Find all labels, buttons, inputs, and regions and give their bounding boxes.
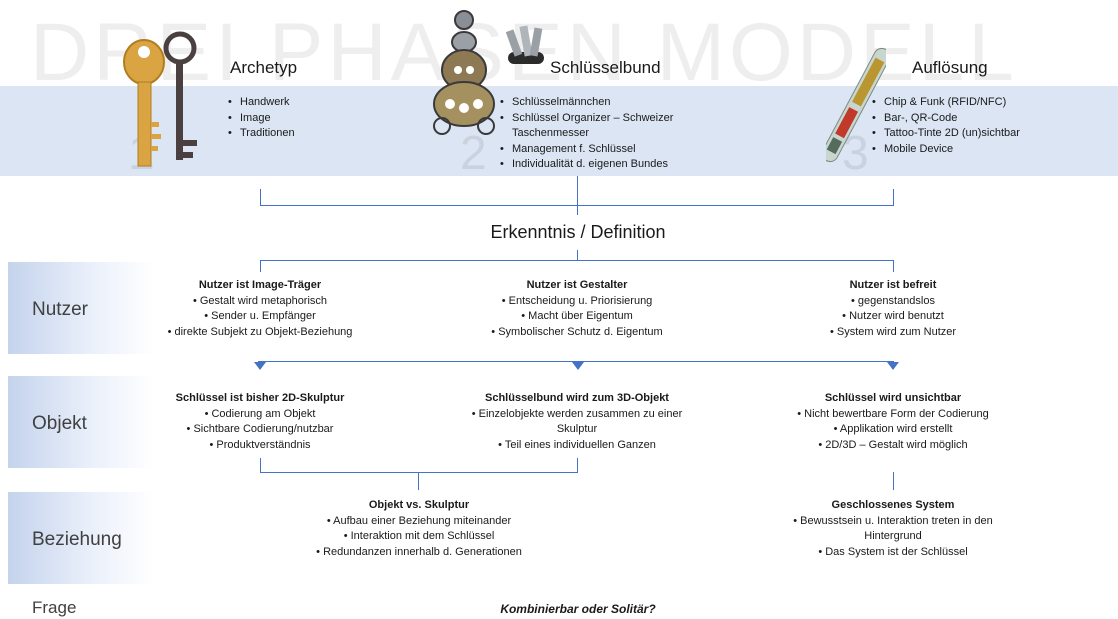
block-item: Codierung am Objekt bbox=[155, 407, 365, 423]
phase-1-item: Handwerk bbox=[226, 95, 406, 111]
block-item: Bewusstsein u. Interaktion treten in den… bbox=[776, 514, 1010, 545]
phase-2-list: Schlüsselmännchen Schlüssel Organizer – … bbox=[498, 95, 698, 173]
phase-1-item: Traditionen bbox=[226, 126, 406, 142]
block-item: Sichtbare Codierung/nutzbar bbox=[155, 422, 365, 438]
key-image bbox=[108, 22, 218, 172]
connector-line bbox=[260, 458, 261, 472]
arrow-down-icon bbox=[254, 362, 266, 370]
phase-1-item: Image bbox=[226, 111, 406, 127]
row-nutzer-side bbox=[8, 262, 154, 354]
rfid-chip-image bbox=[821, 40, 891, 170]
nutzer-col-1: Nutzer ist Image-Träger Gestalt wird met… bbox=[155, 278, 365, 340]
beziehung-col-1: Objekt vs. Skulptur Aufbau einer Beziehu… bbox=[288, 498, 550, 560]
row-nutzer-label: Nutzer bbox=[32, 299, 88, 320]
objekt-col-1: Schlüssel ist bisher 2D-Skulptur Codieru… bbox=[155, 391, 365, 453]
phase-3-title: Auflösung bbox=[912, 58, 988, 77]
row-beziehung-side bbox=[8, 492, 154, 584]
connector-line bbox=[260, 260, 261, 272]
phase-3-item: Mobile Device bbox=[870, 142, 1090, 158]
phase-2-item: Schlüsselmännchen bbox=[498, 95, 698, 111]
block-item: 2D/3D – Gestalt wird möglich bbox=[770, 438, 1016, 454]
phase-1-list: Handwerk Image Traditionen bbox=[226, 95, 406, 142]
connector-line bbox=[260, 205, 894, 206]
beziehung-col-2: Geschlossenes System Bewusstsein u. Inte… bbox=[776, 498, 1010, 560]
phase-3-item: Tattoo-Tinte 2D (un)sichtbar bbox=[870, 126, 1090, 142]
block-title: Nutzer ist befreit bbox=[849, 279, 937, 291]
row-objekt-label: Objekt bbox=[32, 413, 87, 434]
phase-1-title: Archetyp bbox=[230, 58, 298, 77]
frage-text: Kombinierbar oder Solitär? bbox=[500, 602, 656, 616]
row-beziehung-label: Beziehung bbox=[32, 529, 122, 550]
objekt-col-3: Schlüssel wird unsichtbar Nicht bewertba… bbox=[770, 391, 1016, 453]
block-title: Nutzer ist Gestalter bbox=[526, 279, 628, 291]
connector-line bbox=[260, 472, 578, 473]
block-item: Interaktion mit dem Schlüssel bbox=[288, 529, 550, 545]
block-title: Schlüsselbund wird zum 3D-Objekt bbox=[485, 392, 669, 404]
block-item: Entscheidung u. Priorisierung bbox=[472, 294, 682, 310]
connector-line bbox=[893, 189, 894, 205]
block-title: Schlüssel ist bisher 2D-Skulptur bbox=[175, 392, 345, 404]
connector-line bbox=[418, 472, 419, 490]
phase-2-number: 2 bbox=[460, 127, 487, 180]
block-item: System wird zum Nutzer bbox=[788, 325, 998, 341]
nutzer-col-2: Nutzer ist Gestalter Entscheidung u. Pri… bbox=[472, 278, 682, 340]
connector-line bbox=[893, 260, 894, 272]
block-item: Teil eines individuellen Ganzen bbox=[465, 438, 689, 454]
connector-line bbox=[577, 176, 578, 215]
block-title: Geschlossenes System bbox=[831, 499, 955, 511]
arrow-down-icon bbox=[887, 362, 899, 370]
block-title: Nutzer ist Image-Träger bbox=[198, 279, 322, 291]
phase-3-list: Chip & Funk (RFID/NFC) Bar-, QR-Code Tat… bbox=[870, 95, 1090, 157]
block-item: Nutzer wird benutzt bbox=[788, 309, 998, 325]
connector-line bbox=[260, 260, 894, 261]
phase-2-item: Individualität d. eigenen Bundes bbox=[498, 157, 698, 173]
keychain-image bbox=[428, 8, 548, 136]
nutzer-col-3: Nutzer ist befreit gegenstandslos Nutzer… bbox=[788, 278, 998, 340]
block-item: gegenstandslos bbox=[788, 294, 998, 310]
block-item: Gestalt wird metaphorisch bbox=[155, 294, 365, 310]
phase-3-item: Bar-, QR-Code bbox=[870, 111, 1090, 127]
phase-2-item: Management f. Schlüssel bbox=[498, 142, 698, 158]
block-item: Symbolischer Schutz d. Eigentum bbox=[472, 325, 682, 341]
section-heading: Erkenntnis / Definition bbox=[490, 222, 666, 242]
block-title: Schlüssel wird unsichtbar bbox=[824, 392, 962, 404]
block-item: Aufbau einer Beziehung miteinander bbox=[288, 514, 550, 530]
block-item: Redundanzen innerhalb d. Generationen bbox=[288, 545, 550, 561]
connector-line bbox=[893, 472, 894, 490]
objekt-col-2: Schlüsselbund wird zum 3D-Objekt Einzelo… bbox=[465, 391, 689, 453]
phase-2-item: Schlüssel Organizer – Schweizer Taschenm… bbox=[498, 111, 698, 142]
block-item: Sender u. Empfänger bbox=[155, 309, 365, 325]
block-item: Produktverständnis bbox=[155, 438, 365, 454]
connector-line bbox=[577, 250, 578, 260]
block-item: direkte Subjekt zu Objekt-Beziehung bbox=[155, 325, 365, 341]
connector-line bbox=[258, 361, 894, 362]
block-item: Das System ist der Schlüssel bbox=[776, 545, 1010, 561]
block-item: Applikation wird erstellt bbox=[770, 422, 1016, 438]
phase-3-item: Chip & Funk (RFID/NFC) bbox=[870, 95, 1090, 111]
row-objekt-side bbox=[8, 376, 154, 468]
block-title: Objekt vs. Skulptur bbox=[368, 499, 470, 511]
arrow-down-icon bbox=[572, 362, 584, 370]
phase-2-title: Schlüsselbund bbox=[550, 58, 661, 77]
block-item: Einzelobjekte werden zusammen zu einer S… bbox=[465, 407, 689, 438]
connector-line bbox=[260, 189, 261, 205]
connector-line bbox=[577, 458, 578, 472]
block-item: Macht über Eigentum bbox=[472, 309, 682, 325]
block-item: Nicht bewertbare Form der Codierung bbox=[770, 407, 1016, 423]
frage-label: Frage bbox=[32, 598, 77, 617]
